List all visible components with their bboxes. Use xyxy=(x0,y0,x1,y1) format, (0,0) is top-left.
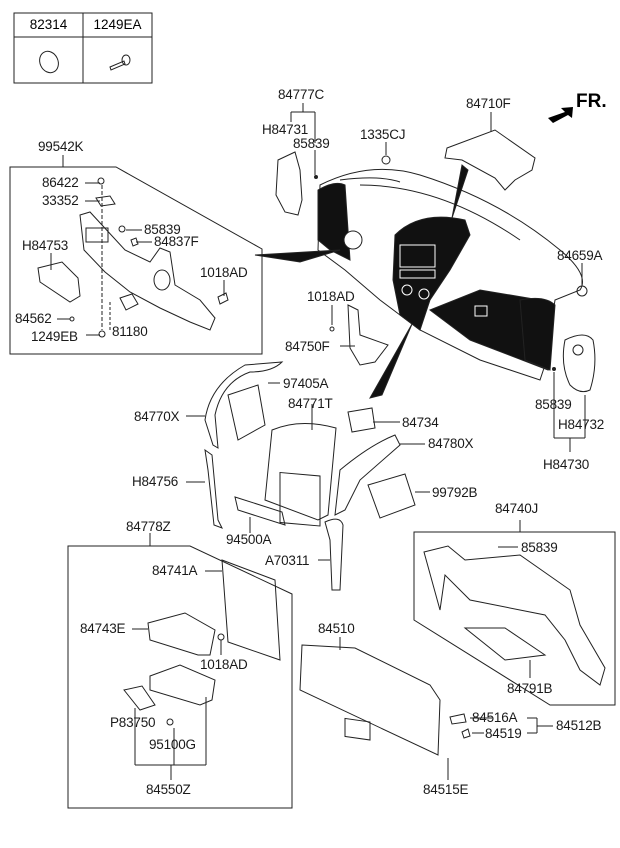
garnish-84780X-part xyxy=(334,434,401,516)
side-cover-left-part xyxy=(275,151,303,216)
part-label-85839-right[interactable]: 85839 xyxy=(535,397,572,412)
part-label-85839-glovebox[interactable]: 85839 xyxy=(521,540,558,555)
cover-84710F-part xyxy=(444,129,536,191)
part-label-81180[interactable]: 81180 xyxy=(112,324,148,339)
garnish-84770X-part xyxy=(204,361,284,449)
part-label-86422[interactable]: 86422 xyxy=(42,175,79,190)
fascia-84771T-part xyxy=(264,422,337,521)
tray-84550Z-part xyxy=(149,664,216,706)
part-label-84562[interactable]: 84562 xyxy=(15,311,52,326)
bezel-84741A-part xyxy=(221,559,281,661)
part-label-99542K[interactable]: 99542K xyxy=(38,139,84,154)
part-label-84770X[interactable]: 84770X xyxy=(134,409,180,424)
switch-84734-part xyxy=(347,407,376,433)
part-label-H84731[interactable]: H84731 xyxy=(262,122,309,137)
part-label-84771T[interactable]: 84771T xyxy=(288,396,333,411)
part-label-P83750[interactable]: P83750 xyxy=(110,715,156,730)
part-label-84740J[interactable]: 84740J xyxy=(495,501,539,516)
part-label-84777C[interactable]: 84777C xyxy=(278,87,325,102)
housing-84740J-part xyxy=(423,545,606,686)
nut-1335CJ xyxy=(381,155,391,165)
part-label-33352[interactable]: 33352 xyxy=(42,193,79,208)
group-box-99542K xyxy=(9,166,263,355)
part-label-84515E[interactable]: 84515E xyxy=(423,782,469,797)
part-label-1018AD-mid[interactable]: 1018AD xyxy=(307,289,355,304)
trim-H84756-part xyxy=(204,448,224,529)
switch-94500A-part xyxy=(234,496,286,526)
group-box-84740J xyxy=(413,531,616,706)
part-label-85839-lower[interactable]: 85839 xyxy=(144,222,181,237)
front-direction-label: FR. xyxy=(576,91,607,112)
part-label-84741A[interactable]: 84741A xyxy=(152,563,198,578)
lower-panel-part xyxy=(37,177,229,338)
part-label-84791B[interactable]: 84791B xyxy=(507,681,553,696)
part-label-A70311[interactable]: A70311 xyxy=(265,553,310,568)
part-label-H84753[interactable]: H84753 xyxy=(22,238,69,253)
legend-part-82314[interactable]: 82314 xyxy=(29,17,68,32)
legend-table-grid xyxy=(13,12,153,84)
glove-box-84510-part xyxy=(299,644,441,756)
vent-97405A-part xyxy=(227,384,266,441)
part-label-1018AD-fascia[interactable]: 1018AD xyxy=(200,657,248,672)
part-label-H84756[interactable]: H84756 xyxy=(132,474,179,489)
side-cover-right-part xyxy=(562,334,596,393)
part-label-85839-upper[interactable]: 85839 xyxy=(293,136,330,151)
part-label-84519[interactable]: 84519 xyxy=(485,726,522,741)
part-label-84750F[interactable]: 84750F xyxy=(285,339,330,354)
part-label-84659A[interactable]: 84659A xyxy=(557,248,603,263)
vent-99792B-part xyxy=(367,473,416,519)
plug-cap-icon xyxy=(39,50,59,74)
part-label-99792B[interactable]: 99792B xyxy=(432,485,478,500)
part-label-84743E[interactable]: 84743E xyxy=(80,621,126,636)
part-label-84516A[interactable]: 84516A xyxy=(472,710,518,725)
part-label-84778Z[interactable]: 84778Z xyxy=(126,519,171,534)
part-label-84780X[interactable]: 84780X xyxy=(428,436,474,451)
part-label-84734[interactable]: 84734 xyxy=(402,415,439,430)
part-label-1335CJ[interactable]: 1335CJ xyxy=(360,127,406,142)
group-box-84778Z xyxy=(67,545,293,809)
part-label-84837F[interactable]: 84837F xyxy=(154,234,199,249)
trim-A70311-part xyxy=(324,518,344,591)
part-label-1018AD-lower[interactable]: 1018AD xyxy=(200,265,248,280)
instrument-panel-main xyxy=(317,168,583,381)
part-label-84512B[interactable]: 84512B xyxy=(556,718,602,733)
part-label-84550Z[interactable]: 84550Z xyxy=(146,782,191,797)
part-label-1249EB[interactable]: 1249EB xyxy=(31,329,78,344)
screw-icon xyxy=(109,54,131,71)
pad-84791B-part xyxy=(463,627,547,661)
coin-box-P83750-part xyxy=(123,685,156,711)
part-label-84710F[interactable]: 84710F xyxy=(466,96,511,111)
part-label-H84730[interactable]: H84730 xyxy=(543,457,590,472)
part-label-97405A[interactable]: 97405A xyxy=(283,376,329,391)
legend-part-1249EA[interactable]: 1249EA xyxy=(93,17,142,32)
tray-84743E-part xyxy=(147,612,216,656)
part-label-94500A[interactable]: 94500A xyxy=(226,532,272,547)
part-label-H84732[interactable]: H84732 xyxy=(558,417,605,432)
bracket-84750F-part xyxy=(347,304,389,366)
front-arrow-icon xyxy=(548,107,573,123)
part-label-84510[interactable]: 84510 xyxy=(318,621,355,636)
part-label-95100G[interactable]: 95100G xyxy=(149,737,196,752)
